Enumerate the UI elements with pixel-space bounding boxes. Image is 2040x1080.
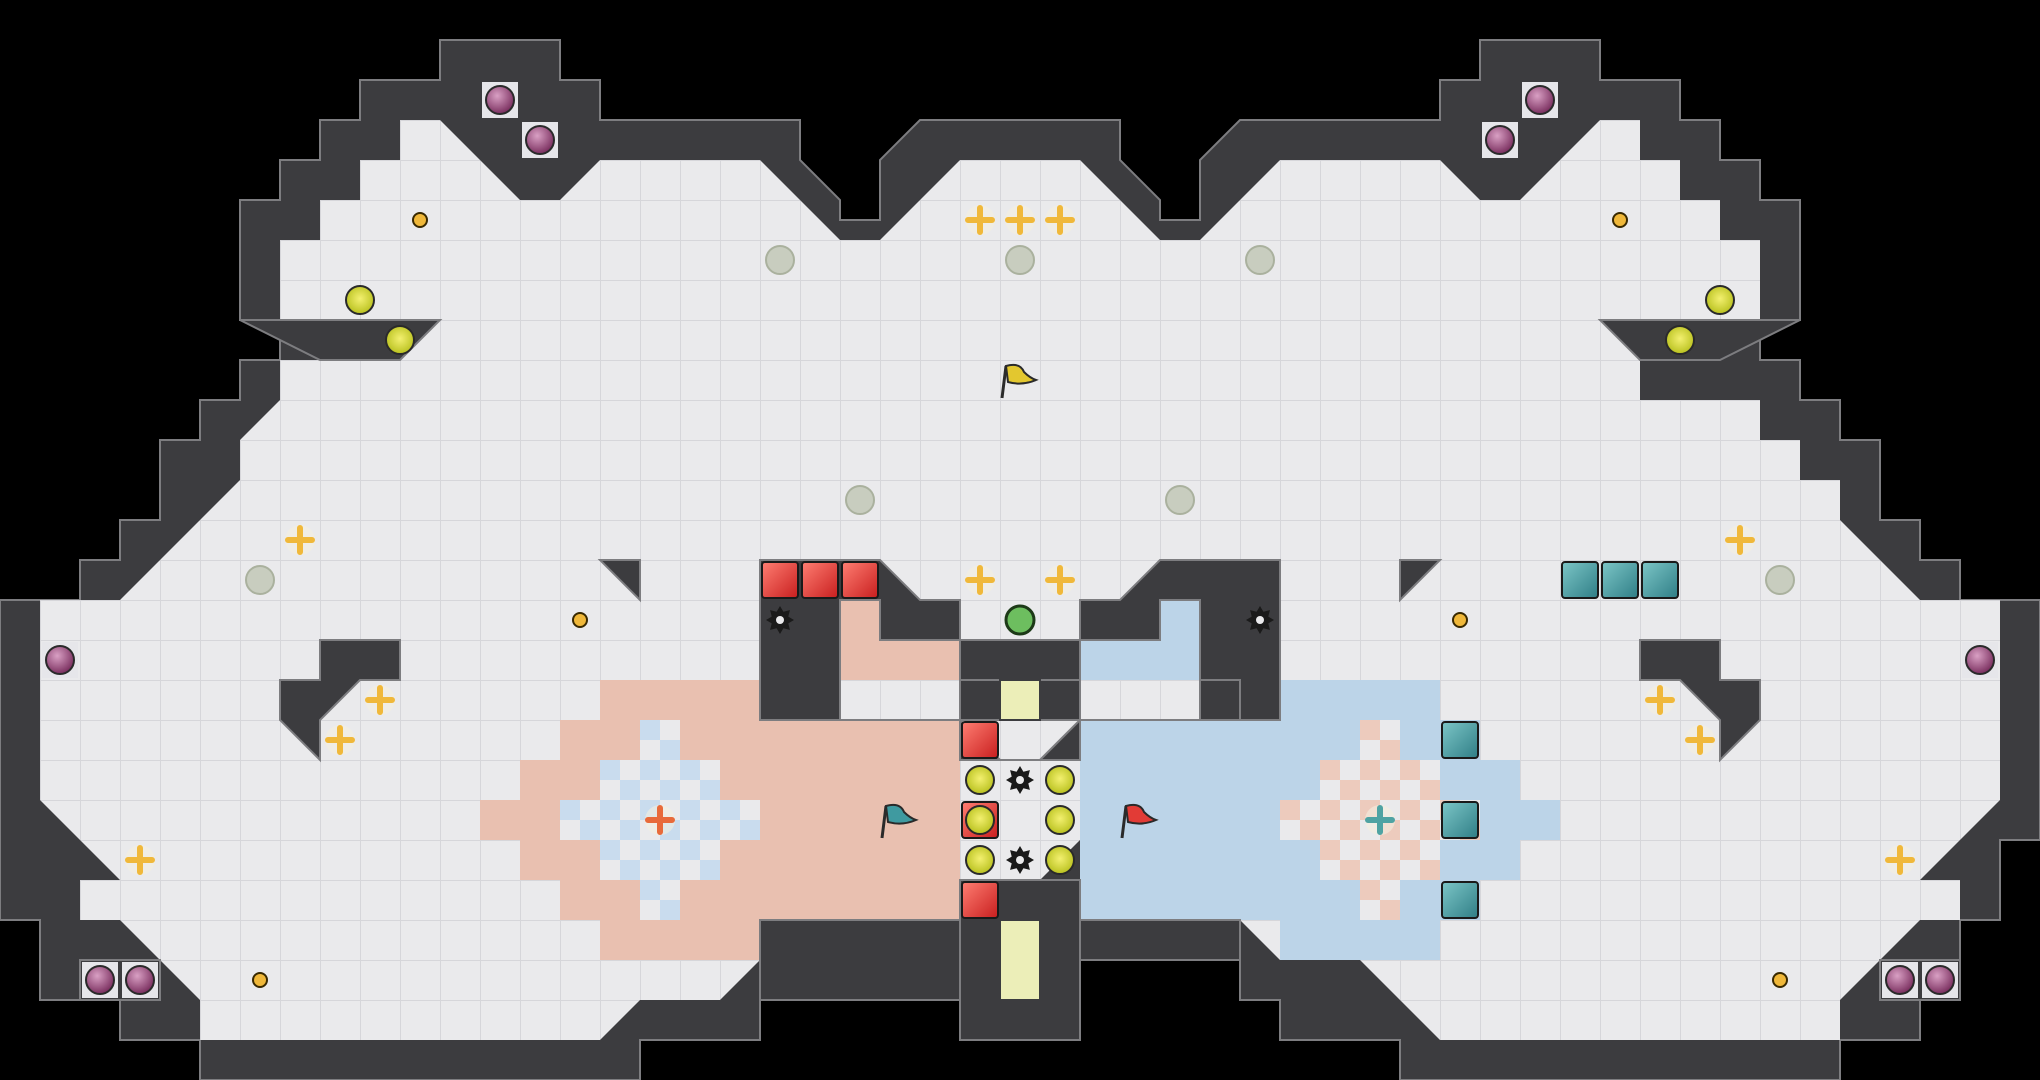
bomb bbox=[45, 645, 75, 675]
red-tile bbox=[841, 561, 879, 599]
red-team-boost bbox=[645, 805, 675, 835]
powerup bbox=[1665, 325, 1695, 355]
portal bbox=[1005, 245, 1035, 275]
portal bbox=[765, 245, 795, 275]
powerup bbox=[1045, 805, 1075, 835]
north-gate-pad bbox=[999, 679, 1041, 721]
boost bbox=[1645, 685, 1675, 715]
boost bbox=[365, 685, 395, 715]
powerup bbox=[345, 285, 375, 315]
spike bbox=[1006, 766, 1034, 794]
blue-team-boost bbox=[1365, 805, 1395, 835]
boost-dot bbox=[412, 212, 428, 228]
spike bbox=[766, 606, 794, 634]
boost bbox=[1685, 725, 1715, 755]
boost bbox=[325, 725, 355, 755]
boost bbox=[1045, 205, 1075, 235]
portal bbox=[1765, 565, 1795, 595]
powerup bbox=[965, 845, 995, 875]
powerup bbox=[385, 325, 415, 355]
powerup bbox=[1705, 285, 1735, 315]
spike bbox=[1246, 606, 1274, 634]
south-gate-pad bbox=[999, 919, 1041, 1001]
spike bbox=[1006, 846, 1034, 874]
blue-flag bbox=[880, 803, 919, 839]
boost bbox=[1005, 205, 1035, 235]
powerup bbox=[965, 765, 995, 795]
bomb bbox=[1885, 965, 1915, 995]
red-flag bbox=[1120, 803, 1159, 839]
blue-tile bbox=[1601, 561, 1639, 599]
bomb bbox=[525, 125, 555, 155]
blue-tile bbox=[1561, 561, 1599, 599]
boost-dot bbox=[252, 972, 268, 988]
bomb bbox=[1925, 965, 1955, 995]
boost bbox=[285, 525, 315, 555]
green-button bbox=[1004, 604, 1036, 636]
boost bbox=[965, 205, 995, 235]
bomb bbox=[485, 85, 515, 115]
red-tile bbox=[961, 721, 999, 759]
boost-dot bbox=[1612, 212, 1628, 228]
boost bbox=[1045, 565, 1075, 595]
red-tile bbox=[801, 561, 839, 599]
portal bbox=[1245, 245, 1275, 275]
powerup bbox=[1045, 765, 1075, 795]
boost bbox=[965, 565, 995, 595]
center-structure bbox=[597, 559, 1443, 1001]
boost-dot bbox=[1772, 972, 1788, 988]
bomb bbox=[85, 965, 115, 995]
portal bbox=[845, 485, 875, 515]
bomb bbox=[125, 965, 155, 995]
portal bbox=[245, 565, 275, 595]
powerup bbox=[1045, 845, 1075, 875]
neutral-flag bbox=[1000, 363, 1039, 399]
boost bbox=[1885, 845, 1915, 875]
blue-tile bbox=[1441, 801, 1479, 839]
portal bbox=[1165, 485, 1195, 515]
powerup bbox=[965, 805, 995, 835]
red-tile bbox=[761, 561, 799, 599]
boost bbox=[1725, 525, 1755, 555]
bomb bbox=[1525, 85, 1555, 115]
blue-tile bbox=[1641, 561, 1679, 599]
blue-tile bbox=[1441, 721, 1479, 759]
bomb bbox=[1965, 645, 1995, 675]
bomb bbox=[1485, 125, 1515, 155]
blue-tile bbox=[1441, 881, 1479, 919]
boost-dot bbox=[572, 612, 588, 628]
red-tile bbox=[961, 881, 999, 919]
boost bbox=[125, 845, 155, 875]
boost-dot bbox=[1452, 612, 1468, 628]
